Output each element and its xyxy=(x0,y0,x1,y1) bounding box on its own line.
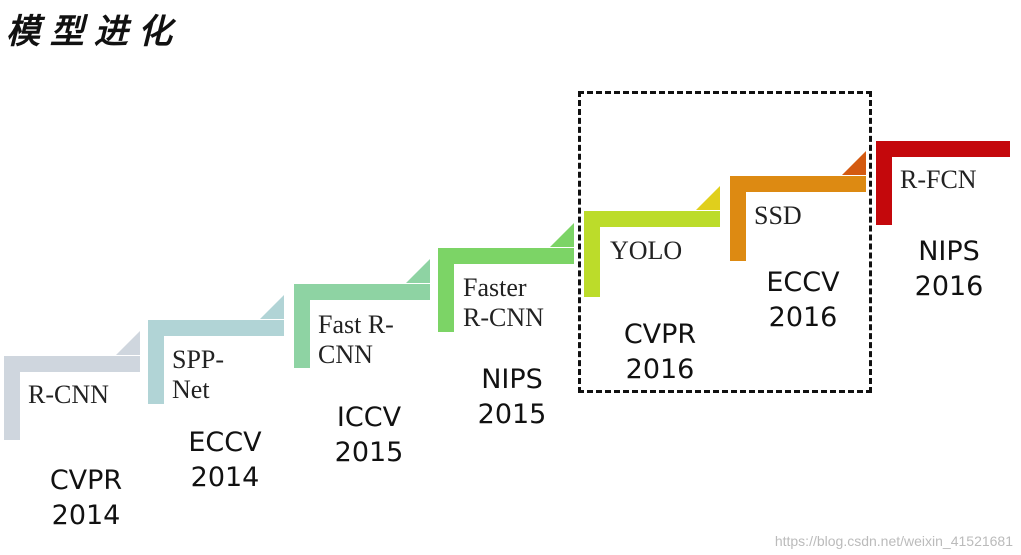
watermark: https://blog.csdn.net/weixin_41521681 xyxy=(774,533,1013,549)
step-shape-1 xyxy=(4,356,140,440)
model-label-line: SPP- xyxy=(172,345,225,374)
step-arrow-tip-2 xyxy=(260,295,284,319)
venue-name: NIPS xyxy=(918,236,980,267)
venue-name: CVPR xyxy=(49,465,123,496)
model-label-line: R-CNN xyxy=(28,380,109,409)
venue-year: 2016 xyxy=(914,271,984,302)
model-label-line: Fast R- xyxy=(318,310,394,339)
step-shape-4 xyxy=(438,248,574,332)
step-shape-3 xyxy=(294,284,430,368)
model-label-line: CNN xyxy=(318,340,373,369)
venue-label-7: NIPS 2016 xyxy=(889,234,1009,304)
step-arrow-tip-1 xyxy=(116,331,140,355)
model-label-line: R-FCN xyxy=(900,165,977,194)
step-shape-5 xyxy=(584,211,720,297)
step-shape-7 xyxy=(876,141,1010,225)
venue-name: NIPS xyxy=(481,364,543,395)
model-label-line: Faster xyxy=(463,273,527,302)
step-arrow-tip-4 xyxy=(550,223,574,247)
step-arrow-tip-3 xyxy=(406,259,430,283)
model-label-line: YOLO xyxy=(610,236,683,265)
venue-label-1: CVPR 2014 xyxy=(26,463,146,533)
model-label-1: R-CNN xyxy=(28,380,109,410)
venue-name: ECCV xyxy=(188,427,262,458)
model-label-5: YOLO xyxy=(610,236,682,266)
model-label-2: SPP-Net xyxy=(172,345,224,405)
step-shape-2 xyxy=(148,320,284,404)
venue-label-4: NIPS 2015 xyxy=(452,362,572,432)
step-arrow-tip-5 xyxy=(696,186,720,210)
step-arrow-tip-6 xyxy=(842,151,866,175)
model-label-line: SSD xyxy=(754,201,802,230)
venue-year: 2016 xyxy=(768,302,838,333)
model-label-line: Net xyxy=(172,375,210,404)
venue-label-2: ECCV 2014 xyxy=(165,425,285,495)
venue-year: 2015 xyxy=(477,399,547,430)
venue-label-3: ICCV 2015 xyxy=(309,400,429,470)
model-label-6: SSD xyxy=(754,201,802,231)
venue-label-5: CVPR 2016 xyxy=(600,317,720,387)
page-title: 模型进化 xyxy=(6,12,182,52)
venue-name: CVPR xyxy=(623,319,697,350)
model-label-line: R-CNN xyxy=(463,303,544,332)
venue-year: 2014 xyxy=(190,462,260,493)
step-shape-6 xyxy=(730,176,866,261)
model-label-7: R-FCN xyxy=(900,165,977,195)
venue-name: ICCV xyxy=(336,402,402,433)
venue-year: 2014 xyxy=(51,500,121,531)
venue-year: 2016 xyxy=(625,354,695,385)
highlight-dashed-box xyxy=(578,91,872,393)
venue-year: 2015 xyxy=(334,437,404,468)
venue-name: ECCV xyxy=(766,267,840,298)
model-label-3: Fast R-CNN xyxy=(318,310,394,370)
venue-label-6: ECCV 2016 xyxy=(743,265,863,335)
